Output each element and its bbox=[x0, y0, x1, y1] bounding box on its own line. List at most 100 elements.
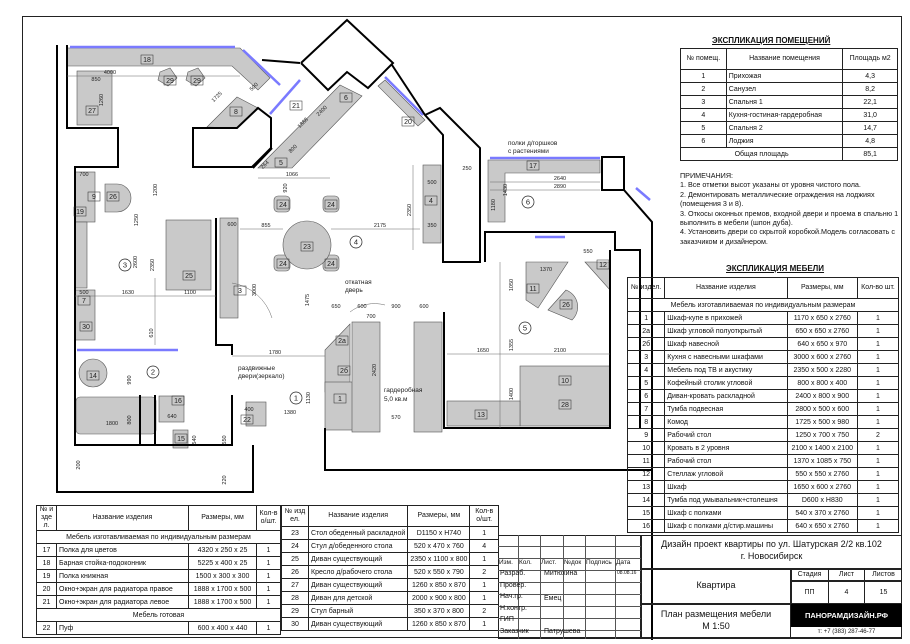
room-number: 4 bbox=[354, 238, 358, 247]
item-tag-box bbox=[339, 92, 353, 103]
table-cell: 2350 x 1100 x 800 bbox=[407, 552, 471, 566]
table-cell: Стеллаж угловой bbox=[664, 467, 788, 481]
dimension-label: 540 bbox=[192, 435, 198, 444]
table-cell: Полка книжная bbox=[56, 569, 189, 583]
dimension-label: 1800 bbox=[106, 421, 118, 427]
room-number-marker bbox=[146, 365, 160, 379]
pouf-22 bbox=[245, 401, 267, 427]
grid-line bbox=[585, 535, 586, 639]
signature-role: Разраб. bbox=[500, 570, 526, 577]
dimension-label: 250 bbox=[462, 166, 471, 172]
table-cell: Лоджия bbox=[725, 134, 844, 148]
bunk-bed-10 bbox=[519, 365, 611, 427]
item-tag-box bbox=[300, 241, 314, 252]
plan-annotation: полки д/горшков bbox=[508, 140, 558, 147]
table-cell: 4320 x 250 x 25 bbox=[188, 543, 257, 557]
grid-line bbox=[563, 535, 564, 639]
sheet-cell bbox=[828, 569, 865, 604]
item-tag: 20 bbox=[404, 119, 412, 126]
table-cell: 2100 x 1400 x 2100 bbox=[786, 441, 858, 455]
furniture-layer bbox=[66, 47, 611, 449]
table-cell: Кухня-гостиная-гардеробная bbox=[725, 108, 844, 122]
table-cell: 1260 x 850 x 870 bbox=[407, 617, 471, 631]
dimension-label: 800 bbox=[288, 144, 299, 155]
item-tag: 1 bbox=[338, 396, 342, 403]
table-cell: 1888 x 1700 x 500 bbox=[188, 595, 257, 609]
sheet-label: Лист bbox=[838, 571, 855, 578]
item-tag-box bbox=[240, 414, 254, 425]
table-cell: Площадь м2 bbox=[842, 48, 898, 70]
grid-line bbox=[498, 630, 641, 631]
table-cell: 800 x 800 x 400 bbox=[786, 376, 858, 390]
item-tag-box bbox=[333, 393, 347, 404]
table-cell: 1 bbox=[469, 552, 499, 566]
table-cell: Прихожая bbox=[725, 69, 844, 83]
table-cell: 8,2 bbox=[842, 82, 898, 96]
table-cell: 650 x 650 x 2760 bbox=[786, 324, 858, 338]
washbasin-14 bbox=[78, 358, 108, 388]
grid-line bbox=[540, 535, 541, 639]
table-cell: 2400 x 800 x 900 bbox=[786, 389, 858, 403]
table-cell: 3 bbox=[680, 95, 727, 109]
table-cell: 1 bbox=[256, 621, 281, 635]
table-cell: 4,3 bbox=[842, 69, 898, 83]
plan-annotation: гардеробная bbox=[384, 386, 423, 394]
table-cell: 1 bbox=[856, 402, 900, 416]
item-tag-box bbox=[526, 160, 540, 171]
item-tag: 25 bbox=[185, 273, 193, 280]
table-cell: 4 bbox=[469, 539, 499, 553]
sofa-bed-6 bbox=[257, 84, 363, 169]
title-block-column-header: Лист. bbox=[541, 559, 557, 566]
table-cell: Окно+экран для радиатора правое bbox=[56, 582, 189, 596]
table-cell: Кофейный столик угловой bbox=[664, 376, 788, 390]
item-tag-box bbox=[182, 270, 196, 281]
item-tag-box bbox=[558, 375, 572, 386]
table-cell: 1500 x 300 x 300 bbox=[188, 569, 257, 583]
item-tag-box bbox=[276, 199, 290, 210]
table-cell: 28 bbox=[280, 591, 310, 605]
table-cell: Стол обеденный раскладной bbox=[308, 526, 409, 540]
dimension-label: 2890 bbox=[554, 184, 566, 190]
item-tag-box bbox=[324, 258, 338, 269]
dimension-label: 2350 bbox=[150, 259, 156, 271]
table-cell: 1260 x 850 x 870 bbox=[407, 578, 471, 592]
table-cell: 1 bbox=[856, 415, 900, 429]
table-cell: 1725 x 500 x 980 bbox=[786, 415, 858, 429]
phone: т: +7 (383) 287-46-77 bbox=[817, 629, 876, 635]
table-cell: 10 bbox=[626, 441, 666, 455]
table-cell: 1650 x 600 x 2760 bbox=[786, 480, 858, 494]
table-cell: 350 x 370 x 800 bbox=[407, 604, 471, 618]
table-cell: 26 bbox=[280, 565, 310, 579]
table-cell: 1 bbox=[856, 506, 900, 520]
table-cell: 1 bbox=[856, 389, 900, 403]
table-cell: 1 bbox=[856, 441, 900, 455]
table-cell: Шкаф с полками bbox=[664, 506, 788, 520]
room-number: 3 bbox=[123, 261, 127, 270]
table-cell: 4,8 bbox=[842, 134, 898, 148]
table-cell: 1 bbox=[256, 582, 281, 596]
item-tag: 8 bbox=[234, 109, 238, 116]
item-tag: 27 bbox=[88, 108, 96, 115]
item-tag-box bbox=[526, 283, 540, 294]
item-tag: 24 bbox=[327, 261, 335, 268]
signature-role: Нач.гр. bbox=[500, 593, 523, 600]
table-cell: 640 x 650 x 2760 bbox=[786, 519, 858, 533]
dimension-label: 1130 bbox=[306, 392, 312, 404]
item-tag: 14 bbox=[89, 373, 97, 380]
dimension-label: 350 bbox=[427, 223, 436, 229]
item-tag: 15 bbox=[177, 436, 185, 443]
sofa-25 bbox=[165, 219, 212, 291]
